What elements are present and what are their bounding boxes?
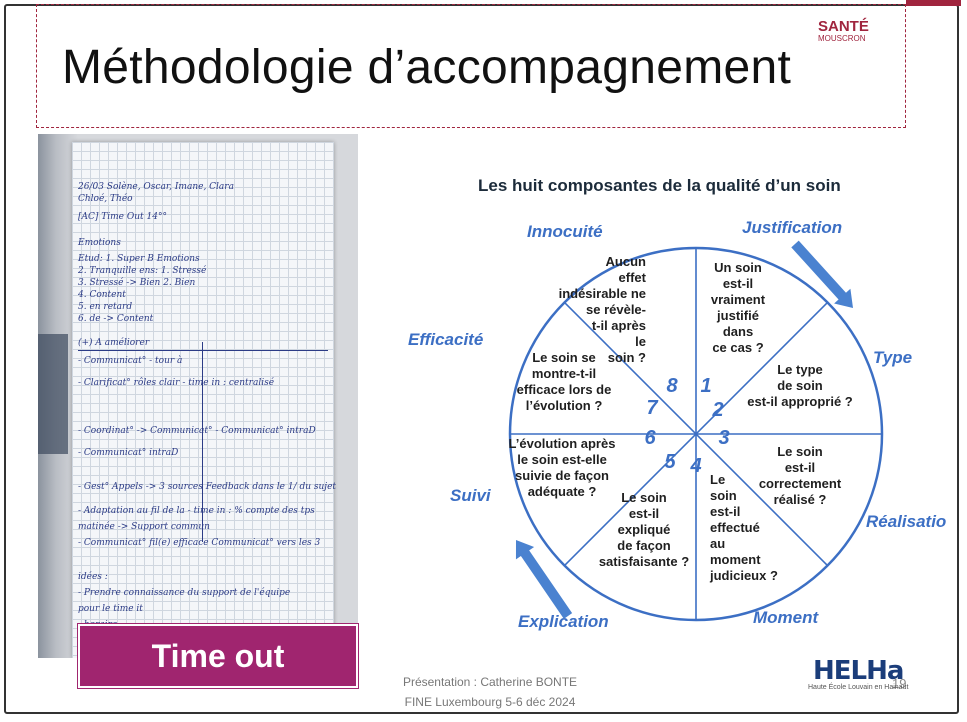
label-explication: Explication <box>518 612 609 631</box>
handwriting-line: pour le time it <box>78 604 143 614</box>
helha-logo: HELHa Haute École Louvain en Hainaut <box>808 656 908 691</box>
label-moment: Moment <box>753 608 819 627</box>
handwriting-line: 26/03 Solène, Oscar, Imane, Clara <box>78 182 234 192</box>
arrow-clockwise-icon <box>791 240 853 308</box>
handwriting-line: 3. Stressé -> Bien 2. Bien <box>78 278 196 288</box>
segment-4-number: 4 <box>689 455 701 477</box>
sante-mouscron-logo: SANTÉ MOUSCRON <box>818 18 869 43</box>
handwriting-line: - Prendre connaissance du support de l'é… <box>78 588 291 598</box>
title-frame <box>36 4 906 128</box>
diagram-heading: Les huit composantes de la qualité d’un … <box>478 176 841 195</box>
label-innocuite: Innocuité <box>527 222 603 241</box>
photo-wall-shadow <box>38 334 68 454</box>
handwriting-line: - Communicat° - tour à <box>78 356 183 366</box>
handwriting-line: - Clarificat° rôles clair - time in : ce… <box>78 378 275 388</box>
footer-line2: FINE Luxembourg 5-6 déc 2024 <box>404 695 576 709</box>
segment-5-number: 5 <box>664 451 676 473</box>
handwriting-line: - Gest° Appels -> 3 sources Feedback dan… <box>78 482 337 492</box>
label-efficacite: Efficacité <box>408 330 484 349</box>
handwriting-line: (+) A améliorer <box>78 338 150 348</box>
handwriting-line: [AC] Time Out 14°° <box>78 212 167 222</box>
segment-8-number: 8 <box>666 375 678 397</box>
handwriting-line: matinée -> Support commun <box>78 522 210 532</box>
label-suivi: Suivi <box>450 486 491 505</box>
flipchart-rule <box>78 350 328 351</box>
segment-3-number: 3 <box>718 427 729 449</box>
handwriting-line: - Communicat° fil(e) efficace Communicat… <box>78 538 321 548</box>
handwriting-line: Emotions <box>78 238 121 248</box>
helha-logo-mark: HELHa <box>813 656 904 686</box>
segment-7-number: 7 <box>646 397 658 419</box>
segment-6-number: 6 <box>644 427 656 449</box>
handwriting-line: idées : <box>78 572 108 582</box>
handwriting-line: - Adaptation au fil de la - time in : % … <box>78 506 315 516</box>
brand-bar <box>906 0 961 6</box>
handwriting-line: 4. Content <box>78 290 126 300</box>
label-realisation: Réalisatio <box>866 512 947 531</box>
helha-logo-sub: Haute École Louvain en Hainaut <box>808 684 909 691</box>
flipchart-photo: 26/03 Solène, Oscar, Imane, Clara Chloé,… <box>38 134 358 658</box>
handwriting-line: 5. en retard <box>78 302 133 312</box>
footer-line1: Présentation : Catherine BONTE <box>402 675 578 689</box>
segment-2-number: 2 <box>711 399 723 421</box>
label-justification: Justification <box>742 218 843 237</box>
wheel-divider <box>563 301 829 567</box>
arrow-return-icon <box>515 540 573 619</box>
handwriting-line: 2. Tranquille ens: 1. Stressé <box>78 266 207 276</box>
handwriting-line: Etud: 1. Super B Emotions <box>78 254 200 264</box>
flipchart-paper: 26/03 Solène, Oscar, Imane, Clara Chloé,… <box>72 142 337 658</box>
handwriting-line: - Coordinat° -> Communicat° - Communicat… <box>78 426 316 436</box>
page-number: 19 <box>892 676 907 691</box>
handwriting-line: 6. de -> Content <box>78 314 154 324</box>
flipchart-divider <box>202 342 203 542</box>
handwriting-line: Chloé, Théo <box>78 194 133 204</box>
brand-sub: MOUSCRON <box>818 34 866 43</box>
handwriting-line: - Communicat° intraD <box>78 448 179 458</box>
time-out-badge: Time out <box>78 624 358 688</box>
footer: Présentation : Catherine BONTE FINE Luxe… <box>390 672 590 712</box>
segment-1-number: 1 <box>700 375 711 397</box>
label-type: Type <box>873 348 913 367</box>
brand-main: SANTÉ <box>818 18 869 35</box>
slide-title: Méthodologie d’accompagnement <box>62 41 792 94</box>
